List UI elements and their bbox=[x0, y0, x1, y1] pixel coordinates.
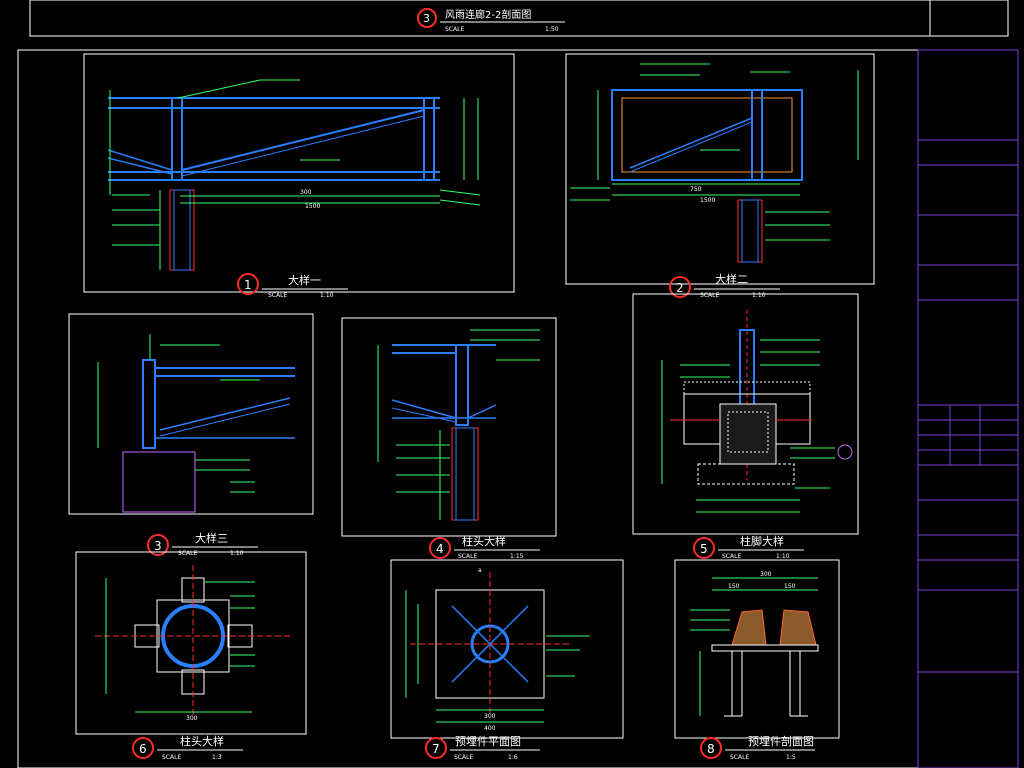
detail-7-dim-total: 400 bbox=[484, 725, 496, 732]
detail-7-title: 预埋件平面图 bbox=[455, 735, 521, 748]
detail-4-scale-label: SCALE bbox=[458, 553, 477, 560]
detail-3-number: 3 bbox=[154, 539, 162, 553]
detail-4-drawing bbox=[341, 317, 557, 537]
header-badge-number: 3 bbox=[423, 12, 430, 25]
detail-2-scale-value: 1:10 bbox=[752, 292, 766, 299]
detail-5-scale-value: 1:10 bbox=[776, 553, 790, 560]
detail-5-scale-label: SCALE bbox=[722, 553, 741, 560]
detail-5-number: 5 bbox=[700, 542, 708, 556]
detail-6-scale-value: 1:3 bbox=[212, 754, 222, 761]
detail-1-title-block: 1 大样一 SCALE 1:10 bbox=[237, 273, 348, 299]
detail-4-scale-value: 1:15 bbox=[510, 553, 524, 560]
detail-1-title: 大样一 bbox=[288, 273, 321, 287]
detail-6-scale-label: SCALE bbox=[162, 754, 181, 761]
detail-4-title: 柱头大样 bbox=[462, 534, 506, 548]
detail-2-dim-width: 750 bbox=[690, 186, 702, 193]
top-title-band: 3 风雨连廊2-2剖面图 SCALE 1:50 bbox=[29, 0, 1009, 37]
detail-2-drawing: 750 1500 bbox=[565, 53, 875, 285]
detail-6-number: 6 bbox=[139, 742, 147, 756]
detail-3-title-block: 3 大样三 SCALE 1:10 bbox=[147, 531, 258, 557]
detail-8-title: 预埋件剖面图 bbox=[748, 734, 814, 748]
detail-6-dim-width: 300 bbox=[186, 715, 198, 722]
detail-2-title: 大样二 bbox=[715, 272, 748, 286]
detail-5-badge bbox=[693, 537, 715, 559]
detail-6-badge bbox=[132, 737, 154, 759]
detail-3-scale-value: 1:10 bbox=[230, 550, 244, 557]
detail-3-scale-label: SCALE bbox=[178, 550, 197, 557]
header-scale-label: SCALE bbox=[445, 26, 464, 33]
detail-1-badge bbox=[237, 273, 259, 295]
detail-7-number: 7 bbox=[432, 742, 440, 756]
detail-8-scale-label: SCALE bbox=[730, 754, 749, 761]
drawing-sheet-frame bbox=[17, 49, 1019, 768]
detail-7-drawing: a 300 400 bbox=[390, 559, 624, 739]
detail-8-badge bbox=[700, 737, 722, 759]
detail-1-dim-width: 300 bbox=[300, 189, 312, 196]
detail-6-drawing: 300 bbox=[75, 551, 307, 735]
detail-5-title: 柱脚大样 bbox=[740, 534, 784, 548]
detail-6-title: 柱头大样 bbox=[180, 734, 224, 748]
detail-4-title-block: 4 柱头大样 SCALE 1:15 bbox=[429, 534, 540, 560]
detail-1-scale-label: SCALE bbox=[268, 292, 287, 299]
detail-4-badge bbox=[429, 537, 451, 559]
detail-8-number: 8 bbox=[707, 742, 715, 756]
header-scale-value: 1:50 bbox=[545, 26, 559, 33]
detail-3-badge bbox=[147, 534, 169, 556]
detail-3-drawing bbox=[68, 313, 314, 515]
detail-7-scale-label: SCALE bbox=[454, 754, 473, 761]
detail-8-title-block: 8 预埋件剖面图 SCALE 1:5 bbox=[700, 734, 815, 761]
detail-1-number: 1 bbox=[244, 278, 252, 292]
detail-1-dim-total: 1500 bbox=[305, 203, 320, 210]
detail-2-number: 2 bbox=[676, 281, 684, 295]
detail-7-scale-value: 1:6 bbox=[508, 754, 518, 761]
detail-3-title: 大样三 bbox=[195, 531, 228, 545]
detail-4-number: 4 bbox=[436, 542, 444, 556]
detail-7-dim-width: 300 bbox=[484, 713, 496, 720]
detail-8-dim-left: 150 bbox=[728, 583, 740, 590]
detail-8-dim-right: 150 bbox=[784, 583, 796, 590]
detail-6-title-block: 6 柱头大样 SCALE 1:3 bbox=[132, 734, 243, 761]
detail-1-scale-value: 1:10 bbox=[320, 292, 334, 299]
detail-8-scale-value: 1:5 bbox=[786, 754, 796, 761]
header-badge bbox=[417, 8, 437, 28]
detail-8-drawing: 300 150 150 bbox=[674, 559, 840, 739]
detail-7-badge bbox=[425, 737, 447, 759]
detail-2-scale-label: SCALE bbox=[700, 292, 719, 299]
detail-2-badge bbox=[669, 276, 691, 298]
detail-8-dim-width: 300 bbox=[760, 571, 772, 578]
detail-2-dim-total: 1500 bbox=[700, 197, 715, 204]
detail-5-drawing bbox=[632, 293, 859, 535]
detail-7-mark-a: a bbox=[478, 567, 482, 574]
detail-2-title-block: 2 大样二 SCALE 1:10 bbox=[669, 272, 780, 299]
header-title: 风雨连廊2-2剖面图 bbox=[445, 8, 531, 21]
detail-7-title-block: 7 预埋件平面图 SCALE 1:6 bbox=[425, 735, 540, 761]
detail-5-title-block: 5 柱脚大样 SCALE 1:10 bbox=[693, 534, 804, 560]
detail-1-drawing: 300 1500 bbox=[83, 53, 515, 293]
